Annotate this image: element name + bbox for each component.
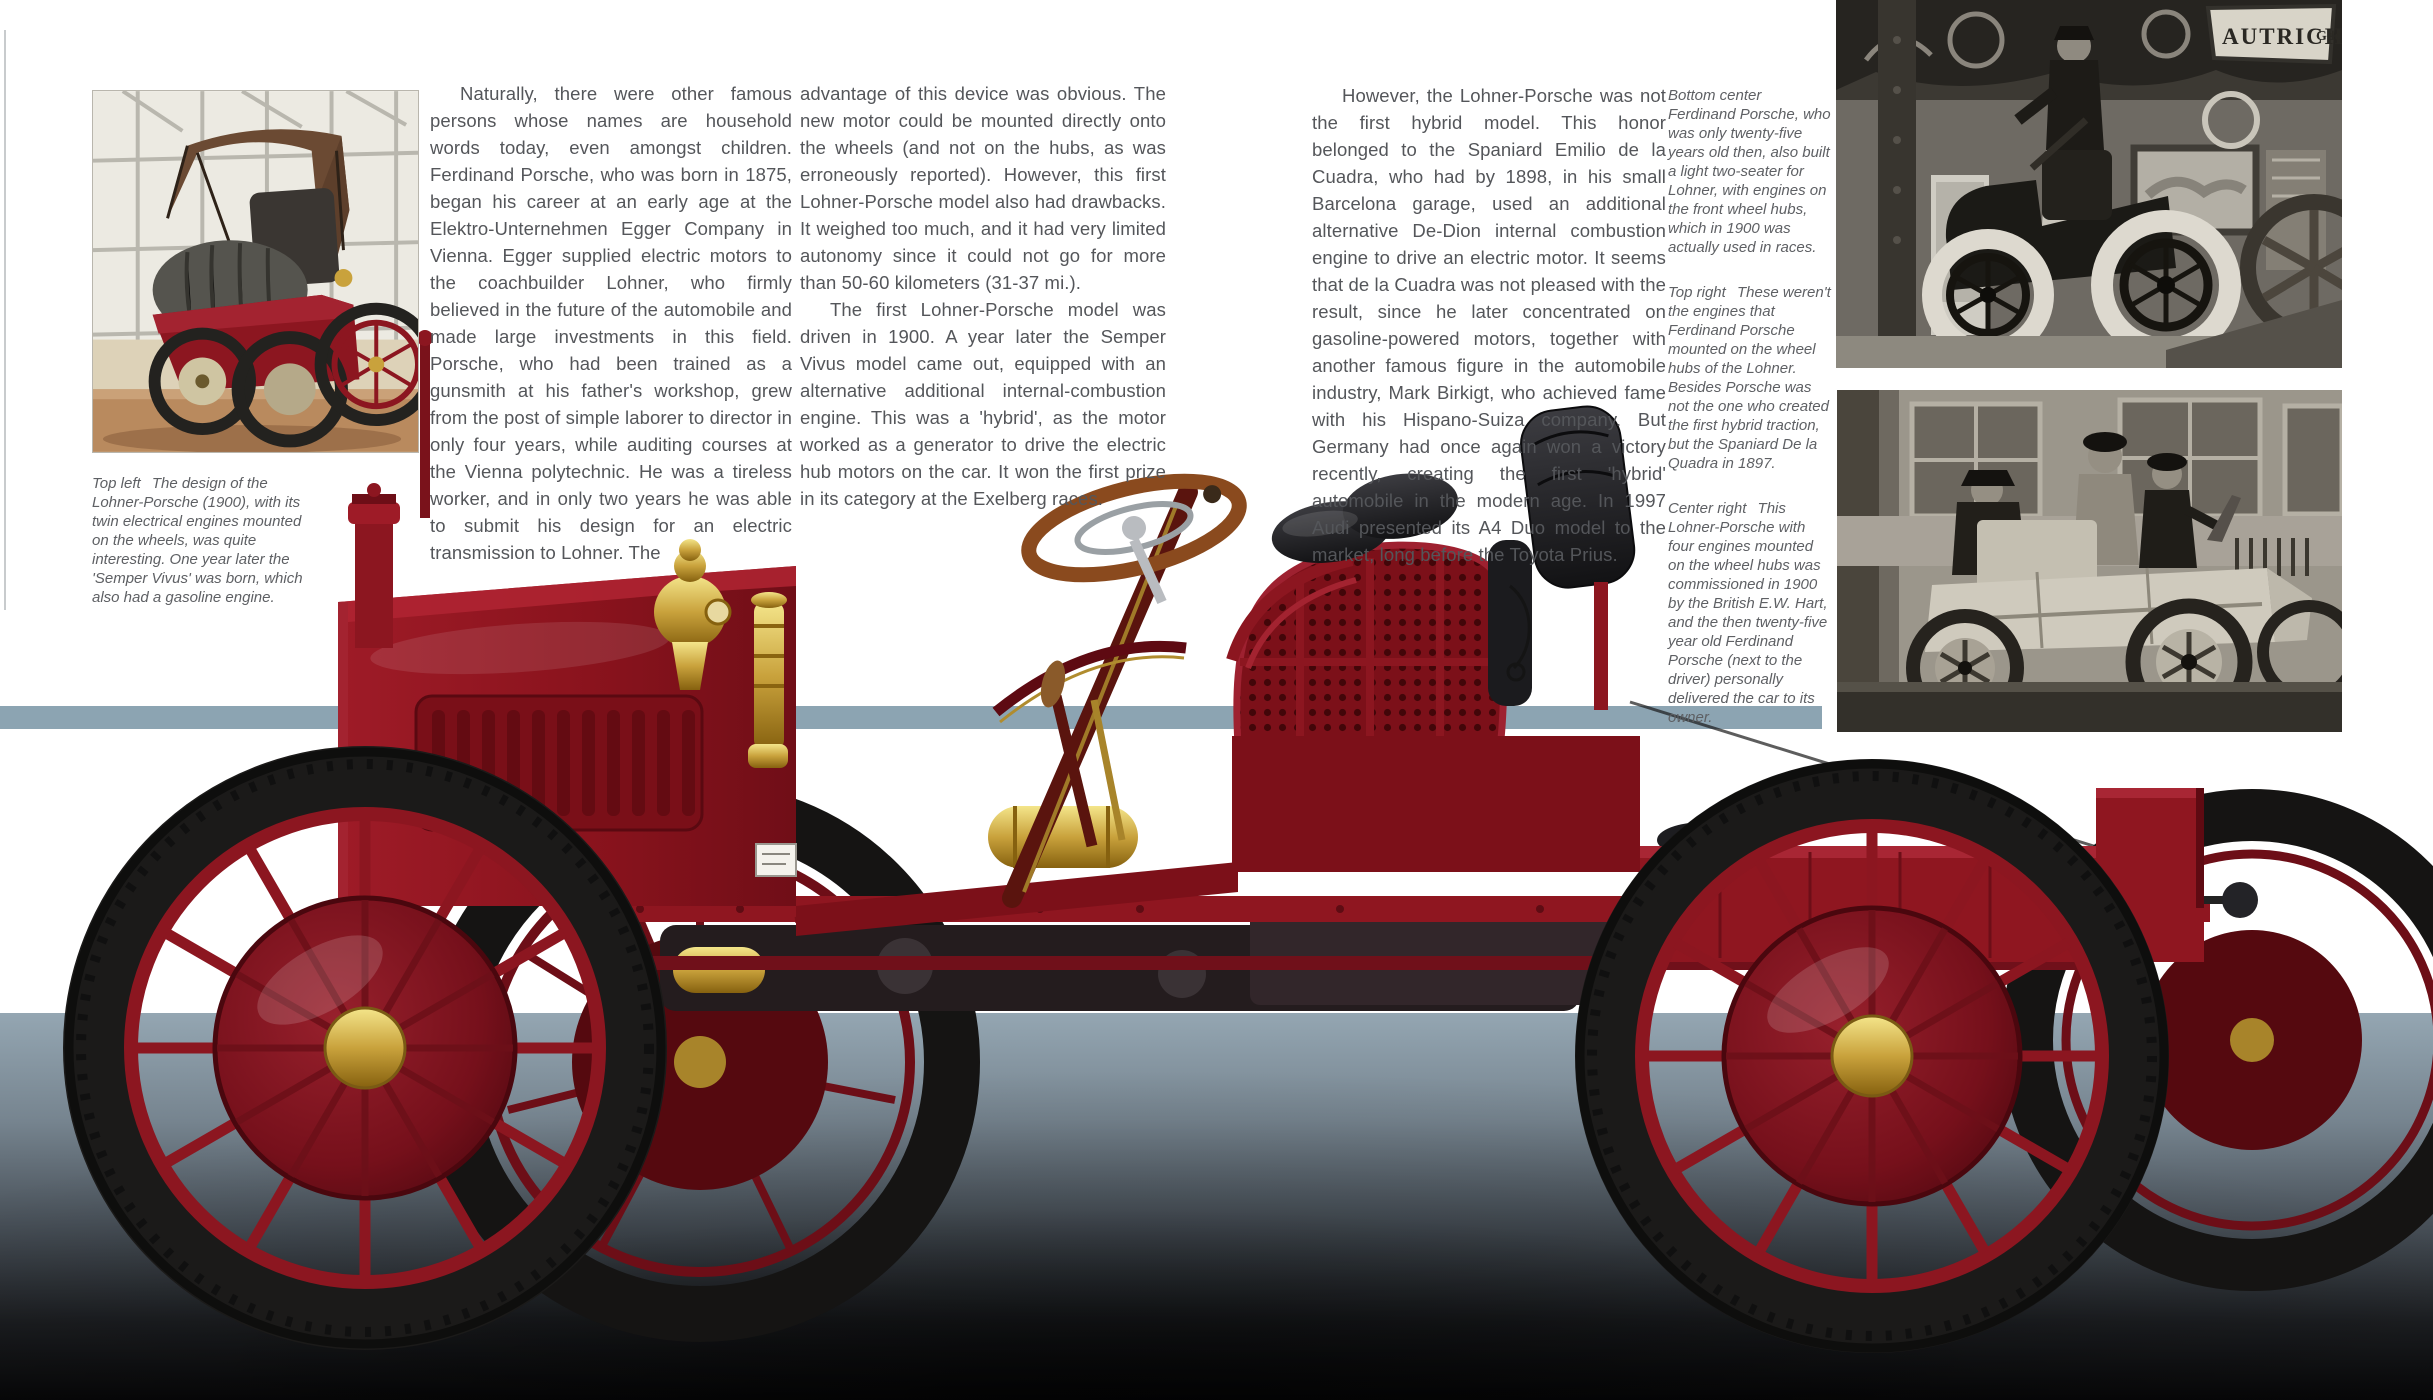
article-column-2: advantage of this device was obvious. Th…	[800, 80, 1166, 512]
article-column-1: Naturally, there were other famous perso…	[430, 80, 792, 566]
caption-lead: Bottom center	[1668, 87, 1762, 104]
caption-top-left: Top left The design of the Lohner-Porsch…	[92, 474, 310, 633]
brass-lamp	[334, 269, 353, 287]
caption-column-right: Bottom center Ferdinand Porsche, who was…	[1668, 86, 1831, 753]
autriche-sign: AUTRICHE Gde	[2205, 3, 2342, 65]
tiller	[2207, 495, 2241, 542]
article-paragraph: Naturally, there were other famous perso…	[430, 83, 792, 563]
car-brass-column	[748, 592, 788, 768]
caption-text: The design of the Lohner-Porsche (1900),…	[92, 475, 303, 606]
pillar	[1878, 0, 1916, 368]
rear-wheel	[314, 302, 418, 427]
photo-street-bw	[1837, 390, 2342, 732]
caption-text: Ferdinand Porsche, who was only twenty-f…	[1668, 106, 1831, 256]
page-spine-line	[4, 30, 6, 610]
front-wheel-bw	[1922, 229, 2054, 361]
car-brass-lamp	[654, 539, 732, 690]
caption-lead: Top left	[92, 475, 141, 492]
front-wheel	[148, 327, 256, 435]
article-paragraph: advantage of this device was obvious. Th…	[800, 83, 1166, 293]
background-band	[0, 706, 1822, 729]
rear-wheel-bw	[2091, 210, 2241, 360]
caption-center-right: Center right This Lohner-Porsche with fo…	[1668, 499, 1831, 727]
car-wicker-seat	[1226, 473, 1640, 872]
autriche-sign-text: AUTRICHE	[2222, 24, 2342, 49]
caption-text: These weren't the engines that Ferdinand…	[1668, 284, 1831, 472]
caption-bottom-center: Bottom center Ferdinand Porsche, who was…	[1668, 86, 1831, 257]
caption-lead: Top right	[1668, 284, 1726, 301]
photo-museum-lohner-porsche	[92, 90, 419, 453]
car-background-rear-wheel	[2001, 789, 2433, 1291]
canopy	[167, 129, 350, 219]
car-chimney	[348, 330, 433, 648]
car-rear-wheel	[1575, 759, 2169, 1353]
autriche-sign-text-small: Gde	[2316, 29, 2341, 44]
car-driver-backrest	[1520, 405, 1636, 589]
car-steering	[992, 473, 1247, 908]
caption-top-right: Top right These weren't the engines that…	[1668, 283, 1831, 473]
caption-text: This Lohner-Porsche with four engines mo…	[1668, 500, 1828, 726]
car-front-wheel	[63, 746, 667, 1350]
photo-exhibition-bw: AUTRICHE Gde	[1836, 0, 2342, 368]
article-paragraph: However, the Lohner-Porsche was not the …	[1312, 85, 1666, 565]
article-column-3: However, the Lohner-Porsche was not the …	[1312, 82, 1666, 568]
caption-lead: Center right	[1668, 500, 1747, 517]
article-paragraph: The first Lohner-Porsche model was drive…	[800, 299, 1166, 509]
